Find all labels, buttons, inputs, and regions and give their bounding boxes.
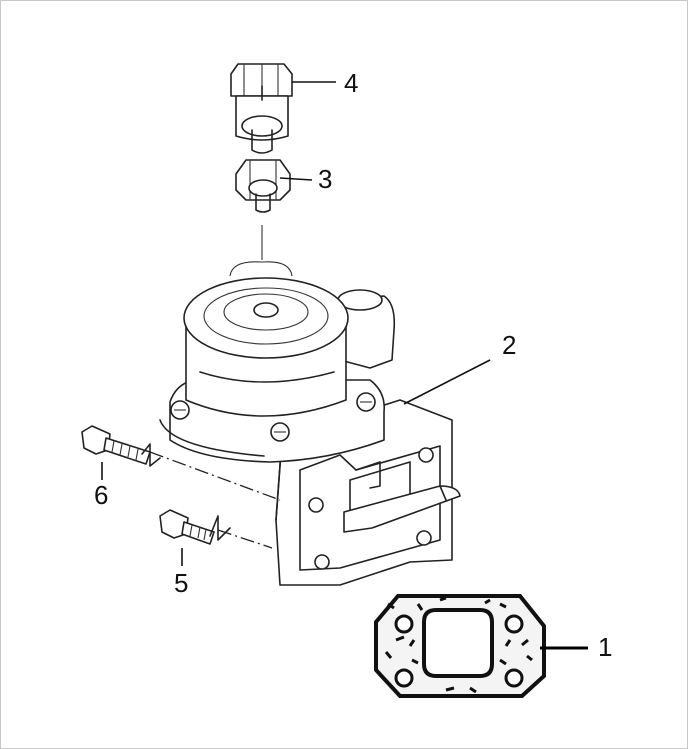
- leader-line-3: [279, 177, 313, 181]
- callout-label-5: 5: [174, 568, 188, 598]
- callout-label-1: 1: [598, 632, 612, 662]
- leader-line-2: [403, 359, 491, 405]
- callout-label-4: 4: [344, 68, 358, 98]
- part-3-fitting-nut: [235, 159, 291, 213]
- callout-label-2: 2: [502, 330, 516, 360]
- part-5-bolt-lower: [159, 509, 273, 549]
- callout-label-3: 3: [318, 164, 332, 194]
- part-2-pump-body: [159, 261, 461, 586]
- part-4-fitting-connector: [230, 63, 293, 154]
- part-1-gasket: [374, 594, 546, 698]
- callout-label-6: 6: [94, 480, 108, 510]
- part-6-bolt-upper: [81, 425, 281, 501]
